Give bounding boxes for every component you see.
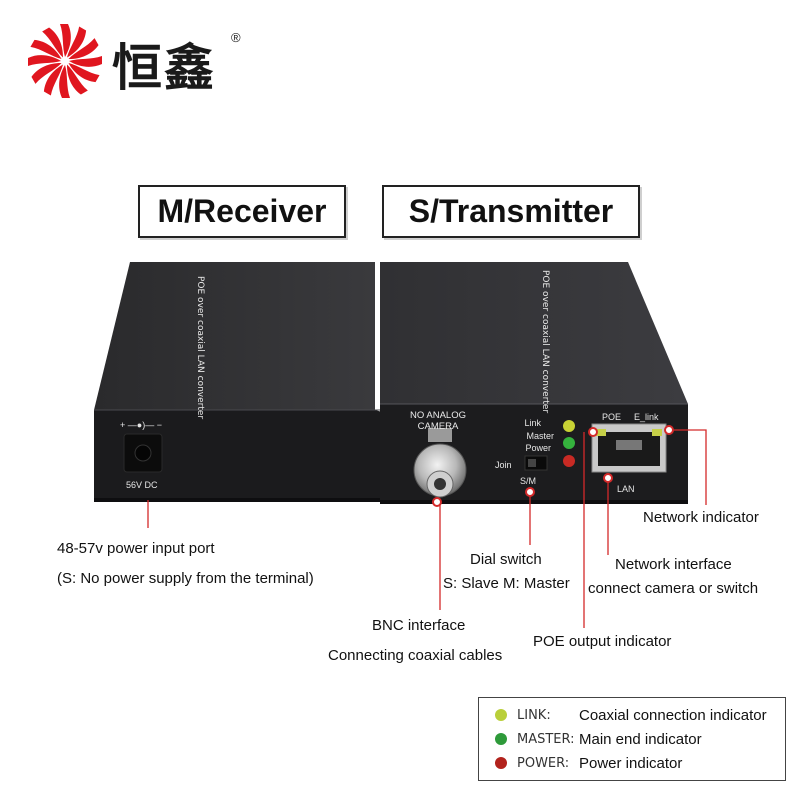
bnc-interface-desc: Connecting coaxial cables bbox=[328, 647, 503, 664]
receiver-top-print: POE over coaxial LAN converter bbox=[195, 276, 205, 419]
power-note-annotation: (S: No power supply from the terminal) bbox=[57, 570, 314, 587]
logo-petal bbox=[67, 26, 87, 58]
led-master-label: Master bbox=[526, 431, 554, 441]
legend-row-master: MASTER: Main end indicator bbox=[479, 728, 702, 750]
led-link-label: Link bbox=[524, 418, 541, 428]
elink-label: E_link bbox=[634, 412, 659, 422]
led-power-label: Power bbox=[525, 443, 551, 453]
indicator-legend: LINK: Coaxial connection indicator MASTE… bbox=[478, 697, 786, 781]
transmitter-unit bbox=[380, 262, 688, 504]
logo-petal bbox=[59, 65, 70, 98]
power-dot-icon bbox=[495, 757, 507, 769]
legend-master-desc: Main end indicator bbox=[579, 730, 702, 748]
callout-dots bbox=[432, 425, 674, 507]
logo-petal bbox=[30, 39, 62, 59]
bnc-title-1: NO ANALOG bbox=[410, 410, 466, 421]
dial-switch-desc: S: Slave M: Master bbox=[443, 575, 570, 592]
network-interface-annotation-1: Network interface bbox=[615, 556, 732, 573]
callout-lines bbox=[147, 429, 707, 628]
legend-power-desc: Power indicator bbox=[579, 754, 683, 772]
network-indicator-annotation: Network indicator bbox=[643, 509, 759, 526]
transmitter-top-print: POE over coaxial LAN converter bbox=[540, 270, 550, 413]
bnc-title-2: CAMERA bbox=[418, 421, 459, 432]
network-interface-annotation-2: connect camera or switch bbox=[588, 580, 759, 597]
logo-petal bbox=[60, 24, 71, 57]
registered-mark: ® bbox=[231, 30, 241, 45]
poe-label: POE bbox=[602, 412, 621, 422]
poe-indicator-annotation: POE output indicator bbox=[533, 633, 672, 650]
bnc-interface-title: BNC interface bbox=[372, 617, 466, 634]
logo-petal bbox=[69, 56, 102, 67]
brand-logo-icon bbox=[28, 24, 102, 98]
brand-name: 恒鑫 bbox=[112, 39, 216, 97]
lan-label: LAN bbox=[617, 484, 635, 494]
legend-power-name: POWER: bbox=[517, 755, 570, 771]
legend-link-name: LINK: bbox=[517, 707, 551, 723]
logo-petal bbox=[68, 38, 99, 60]
master-dot-icon bbox=[495, 733, 507, 745]
receiver-rating: 56V DC bbox=[126, 480, 158, 490]
receiver-label: M/Receiver bbox=[138, 185, 346, 238]
sm-label: S/M bbox=[520, 476, 536, 486]
link-dot-icon bbox=[495, 709, 507, 721]
dial-switch-title: Dial switch bbox=[470, 551, 542, 568]
logo-petal bbox=[42, 27, 64, 58]
legend-link-desc: Coaxial connection indicator bbox=[579, 706, 767, 724]
receiver-unit bbox=[94, 262, 382, 502]
legend-row-link: LINK: Coaxial connection indicator bbox=[479, 704, 767, 726]
logo-petal bbox=[66, 64, 88, 95]
transmitter-label: S/Transmitter bbox=[382, 185, 640, 238]
logo-petal bbox=[31, 62, 62, 84]
legend-master-name: MASTER: bbox=[517, 731, 575, 747]
legend-row-power: POWER: Power indicator bbox=[479, 752, 682, 774]
logo-petal bbox=[68, 63, 100, 83]
join-label: Join bbox=[495, 460, 512, 470]
logo-petal bbox=[28, 55, 61, 66]
receiver-polarity: + —●)— − bbox=[120, 420, 162, 430]
logo-petal bbox=[43, 64, 63, 96]
power-port-annotation: 48-57v power input port bbox=[57, 540, 215, 557]
